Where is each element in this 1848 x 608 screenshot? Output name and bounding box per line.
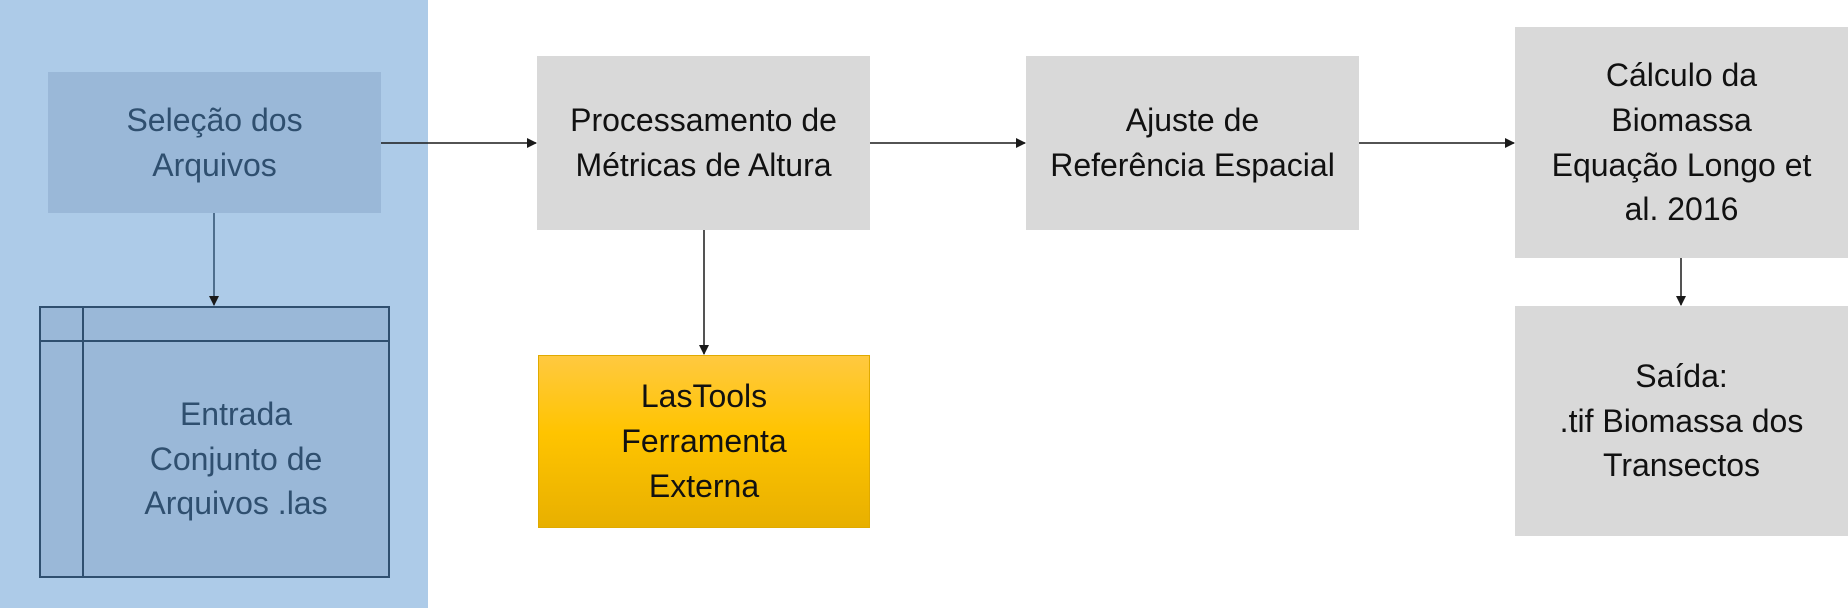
table-side-line [82, 308, 84, 576]
table-header-line [41, 340, 388, 342]
lastools-box: LasTools Ferramenta Externa [538, 355, 870, 528]
processing-label: Processamento de Métricas de Altura [570, 102, 837, 183]
processing-box: Processamento de Métricas de Altura [537, 56, 870, 230]
spatial-label: Ajuste de Referência Espacial [1050, 102, 1335, 183]
selection-box: Seleção dos Arquivos [48, 72, 381, 213]
output-box: Saída: .tif Biomassa dos Transectos [1515, 306, 1848, 536]
selection-label: Seleção dos Arquivos [126, 101, 303, 183]
spatial-box: Ajuste de Referência Espacial [1026, 56, 1359, 230]
biomass-box: Cálculo da Biomassa Equação Longo et al.… [1515, 27, 1848, 258]
lastools-label: LasTools Ferramenta Externa [621, 378, 787, 504]
biomass-label: Cálculo da Biomassa Equação Longo et al.… [1551, 56, 1812, 228]
input-label: Entrada Conjunto de Arquivos .las [144, 395, 328, 522]
input-table-box: Entrada Conjunto de Arquivos .las [39, 306, 390, 578]
output-label: Saída: .tif Biomassa dos Transectos [1559, 357, 1804, 484]
